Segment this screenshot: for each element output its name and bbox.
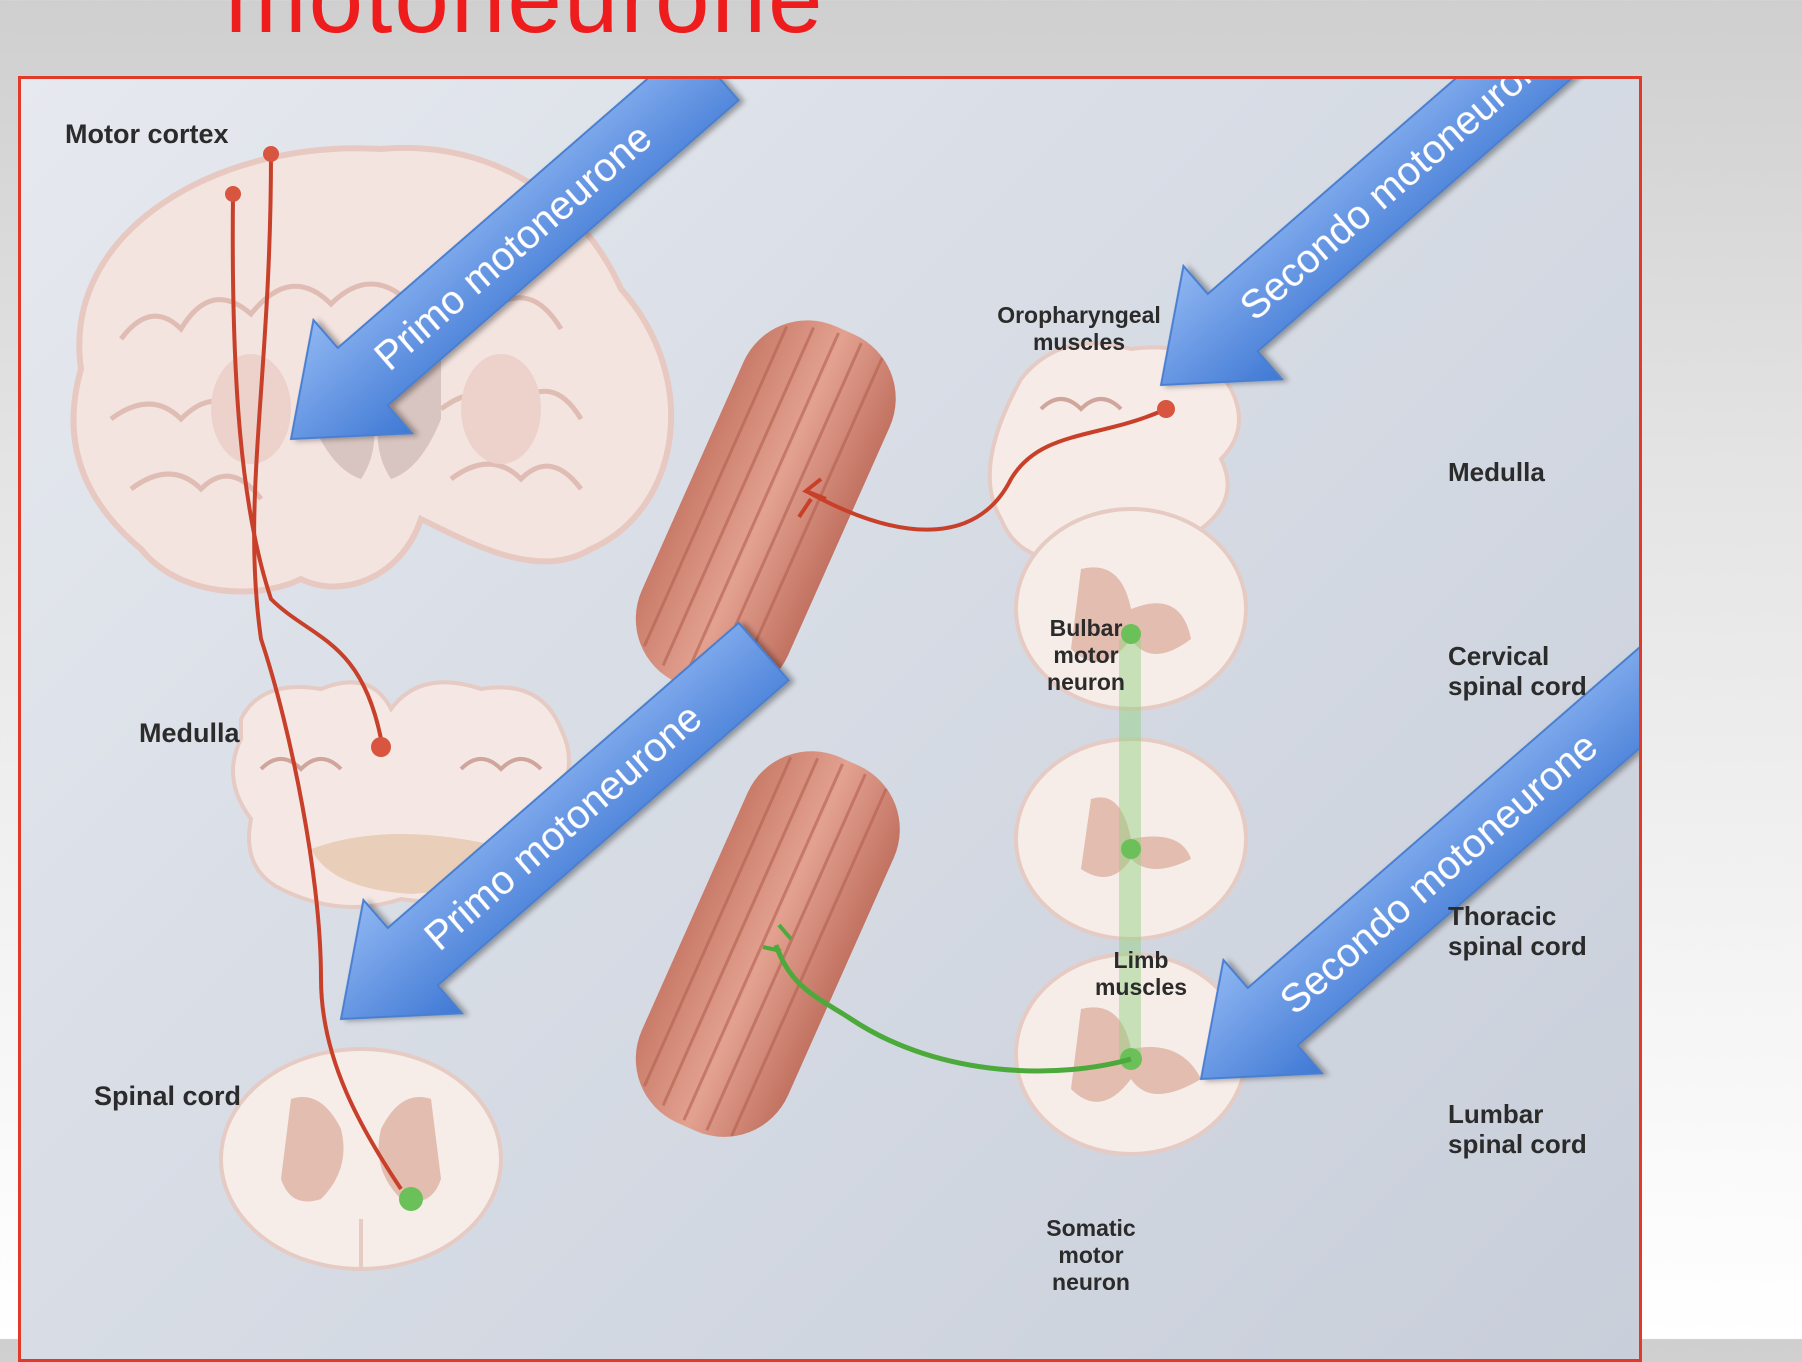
slide-title: motoneurone [225,0,825,58]
label-lumbar-spinal-cord: Lumbar spinal cord [1448,1099,1587,1159]
label-oropharyngeal-muscles: Oropharyngeal muscles [969,302,1189,356]
bulbar-motor-neuron-body [1157,400,1175,418]
label-medulla-right: Medulla [1448,457,1545,487]
motor-pathway-illustration: Primo motoneurone Primo motoneurone Seco… [21,79,1639,1359]
label-bulbar-motor-neuron: Bulbar motor neuron [1021,615,1151,696]
label-motor-cortex: Motor cortex [65,119,229,150]
label-limb-muscles: Limb muscles [1066,947,1216,1001]
thoracic-motor-neuron [1121,839,1141,859]
arrow-secondo-lower-label: Secondo motoneurone [1272,724,1606,1023]
label-medulla-left: Medulla [139,718,240,749]
label-cervical-spinal-cord: Cervical spinal cord [1448,641,1587,701]
medulla-synapse-left [371,737,391,757]
cortex-neuron-1 [263,146,279,162]
spinal-motor-neuron-left [399,1187,423,1211]
label-thoracic-spinal-cord: Thoracic spinal cord [1448,901,1587,961]
figure-frame: Primo motoneurone Primo motoneurone Seco… [18,76,1642,1362]
spinal-cord-left-section [221,1049,501,1269]
label-somatic-motor-neuron: Somatic motor neuron [1016,1215,1166,1296]
cortex-neuron-2 [225,186,241,202]
label-spinal-cord: Spinal cord [94,1081,241,1112]
